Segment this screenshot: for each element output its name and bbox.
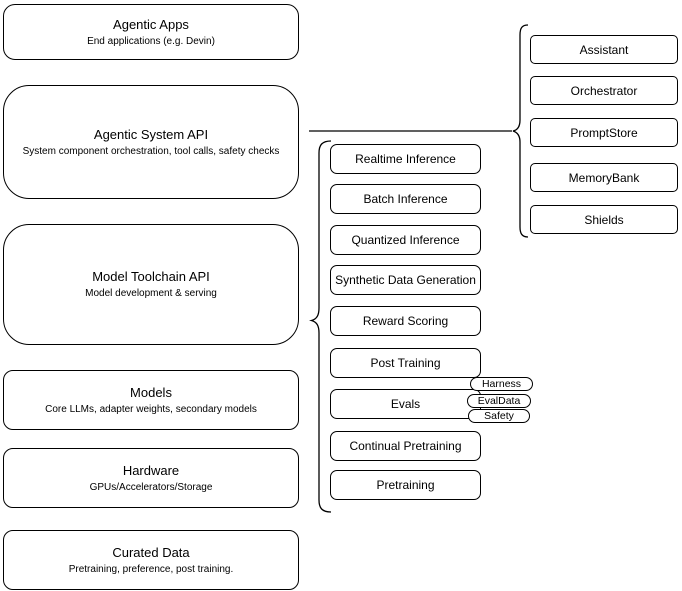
node-subtitle: End applications (e.g. Devin) xyxy=(87,35,215,47)
node-pretraining[interactable]: Pretraining xyxy=(330,470,481,500)
node-label: Synthetic Data Generation xyxy=(335,273,476,287)
node-label: MemoryBank xyxy=(568,170,640,185)
node-label: Assistant xyxy=(579,42,629,57)
node-evals[interactable]: Evals xyxy=(330,389,481,419)
node-label: Evals xyxy=(390,397,421,411)
node-subtitle: Model development & serving xyxy=(85,288,217,299)
node-label: Pretraining xyxy=(376,478,435,492)
node-batch-inference[interactable]: Batch Inference xyxy=(330,184,481,214)
tag-label: EvalData xyxy=(477,395,521,407)
node-label: Orchestrator xyxy=(570,83,638,98)
node-label: Post Training xyxy=(370,356,441,370)
node-title: Agentic Apps xyxy=(113,16,189,32)
node-memorybank[interactable]: MemoryBank xyxy=(530,163,678,192)
tag-harness[interactable]: Harness xyxy=(470,377,533,391)
system-components-brace[interactable] xyxy=(512,24,529,238)
node-subtitle: GPUs/Accelerators/Storage xyxy=(89,481,213,493)
tag-evaldata[interactable]: EvalData xyxy=(467,394,531,408)
node-label: Quantized Inference xyxy=(351,233,460,247)
node-promptstore[interactable]: PromptStore xyxy=(530,118,678,147)
node-subtitle: System component orchestration, tool cal… xyxy=(22,145,280,157)
node-title: Curated Data xyxy=(112,544,190,560)
node-hardware[interactable]: Hardware GPUs/Accelerators/Storage xyxy=(3,448,299,508)
node-model-toolchain-api[interactable]: Model Toolchain API Model development & … xyxy=(3,224,299,345)
node-title: Models xyxy=(130,384,172,400)
node-agentic-system-api[interactable]: Agentic System API System component orch… xyxy=(3,85,299,199)
node-label: Reward Scoring xyxy=(362,314,449,328)
tag-label: Harness xyxy=(481,378,522,390)
node-label: Continual Pretraining xyxy=(349,439,462,453)
node-title: Model Toolchain API xyxy=(92,269,210,284)
node-label: Realtime Inference xyxy=(355,152,456,166)
node-shields[interactable]: Shields xyxy=(530,205,678,234)
node-label: Batch Inference xyxy=(363,192,448,206)
node-continual-pretraining[interactable]: Continual Pretraining xyxy=(330,431,481,461)
node-post-training[interactable]: Post Training xyxy=(330,348,481,378)
node-orchestrator[interactable]: Orchestrator xyxy=(530,76,678,105)
node-synthetic-data-generation[interactable]: Synthetic Data Generation xyxy=(330,265,481,295)
toolchain-brace[interactable] xyxy=(309,140,332,513)
node-realtime-inference[interactable]: Realtime Inference xyxy=(330,144,481,174)
tag-label: Safety xyxy=(484,410,514,422)
node-quantized-inference[interactable]: Quantized Inference xyxy=(330,225,481,255)
node-models[interactable]: Models Core LLMs, adapter weights, secon… xyxy=(3,370,299,430)
node-reward-scoring[interactable]: Reward Scoring xyxy=(330,306,481,336)
node-subtitle: Core LLMs, adapter weights, secondary mo… xyxy=(45,403,257,415)
node-title: Hardware xyxy=(122,462,180,478)
node-title: Agentic System API xyxy=(93,126,209,142)
node-curated-data[interactable]: Curated Data Pretraining, preference, po… xyxy=(3,530,299,590)
node-agentic-apps[interactable]: Agentic Apps End applications (e.g. Devi… xyxy=(3,4,299,60)
tag-safety[interactable]: Safety xyxy=(468,409,530,423)
node-label: Shields xyxy=(584,212,624,227)
node-label: PromptStore xyxy=(570,125,638,140)
node-assistant[interactable]: Assistant xyxy=(530,35,678,64)
node-subtitle: Pretraining, preference, post training. xyxy=(68,563,234,575)
